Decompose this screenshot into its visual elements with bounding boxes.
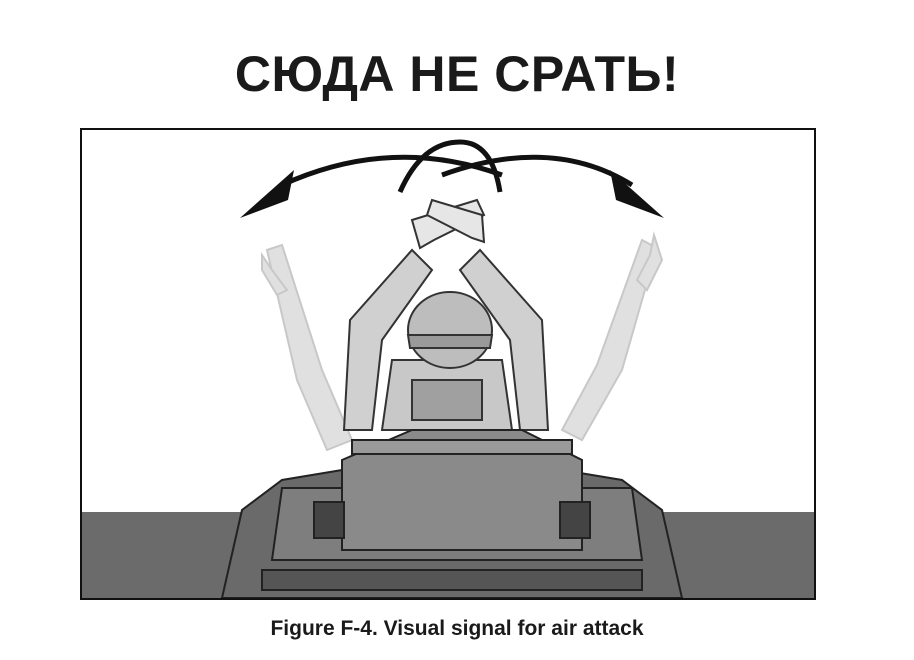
soldier-signal-illustration: [82, 139, 814, 598]
figure-caption: Figure F-4. Visual signal for air attack: [270, 617, 644, 640]
arrow-head-right-icon: [610, 170, 664, 218]
meme-top-text: СЮДА НЕ СРАТЬ!: [234, 46, 680, 102]
swing-arrows-icon: [280, 139, 634, 194]
vehicle-turret-icon: [220, 429, 684, 598]
soldier-body-icon: [380, 291, 514, 431]
arrow-head-left-icon: [240, 170, 294, 218]
figure-illustration-frame: [80, 128, 816, 600]
soldier-arms-icon: [342, 198, 550, 431]
